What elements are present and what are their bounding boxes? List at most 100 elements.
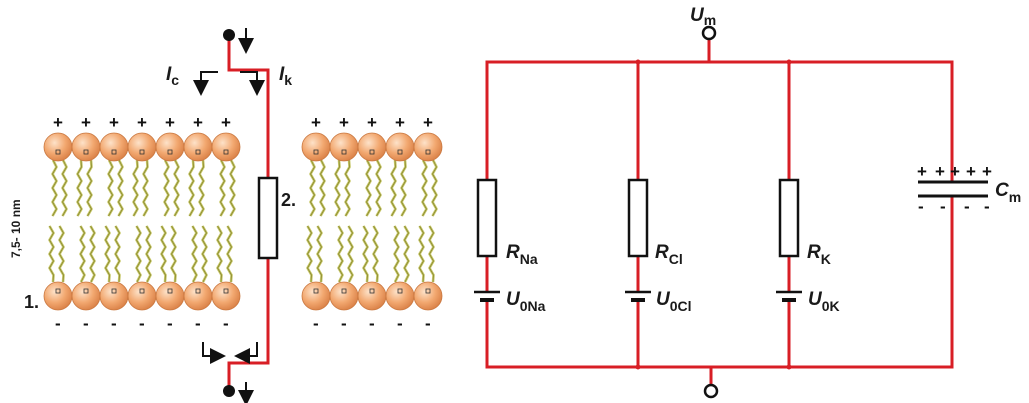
head-marker bbox=[83, 288, 89, 294]
positive-charge: + bbox=[137, 113, 147, 132]
label-1: 1. bbox=[24, 292, 39, 312]
head-marker bbox=[425, 288, 431, 294]
capacitor-charges: + + + + + - - - - bbox=[917, 162, 992, 216]
lipid-head bbox=[211, 281, 241, 311]
head-marker bbox=[341, 149, 347, 155]
svg-text:+: + bbox=[935, 162, 945, 181]
svg-text:-: - bbox=[984, 197, 990, 216]
membrane-charges: +-+-+-+-+-+-+-+-+-+-+-+- bbox=[53, 113, 433, 333]
lipid-tail-outline bbox=[77, 159, 82, 217]
junction-dot bbox=[786, 364, 792, 370]
lipid-tail-outline bbox=[199, 159, 204, 217]
lipid-tail-outline bbox=[118, 159, 123, 217]
lipid-tail-outline bbox=[143, 159, 148, 217]
lipid-tail-outline bbox=[419, 225, 424, 283]
r-cl-label: RCl bbox=[655, 242, 683, 267]
lipid-tail-outline bbox=[391, 159, 396, 217]
svg-text:-: - bbox=[918, 197, 924, 216]
negative-charge: - bbox=[369, 314, 375, 333]
resistor-k bbox=[778, 178, 800, 258]
label-2: 2. bbox=[281, 190, 296, 210]
svg-text:+: + bbox=[966, 162, 976, 181]
lipid-head bbox=[211, 132, 241, 162]
lipid-tail-outline bbox=[348, 225, 353, 283]
lipid-head bbox=[301, 281, 331, 311]
lipid-tail-outline bbox=[404, 225, 409, 283]
head-marker bbox=[139, 288, 145, 294]
u0na-label: U0Na bbox=[506, 289, 546, 314]
r-na-label: RNa bbox=[506, 242, 538, 267]
positive-charge: + bbox=[109, 113, 119, 132]
lipid-tail-outline bbox=[87, 159, 92, 217]
negative-charge: - bbox=[341, 314, 347, 333]
lipid-head bbox=[413, 281, 443, 311]
terminal-bottom bbox=[703, 383, 719, 399]
cm-label: Cm bbox=[995, 180, 1021, 205]
lipid-tail-outline bbox=[220, 159, 225, 217]
head-marker bbox=[369, 288, 375, 294]
head-marker bbox=[111, 288, 117, 294]
equivalent-circuit bbox=[474, 25, 988, 399]
negative-charge: - bbox=[313, 314, 319, 333]
positive-charge: + bbox=[53, 113, 63, 132]
lipid-head bbox=[357, 132, 387, 162]
positive-charge: + bbox=[81, 113, 91, 132]
ic-label: Ic bbox=[166, 64, 179, 88]
lipid-tail-outline bbox=[317, 225, 322, 283]
head-marker bbox=[425, 149, 431, 155]
resistor-cl bbox=[627, 178, 649, 258]
head-marker bbox=[111, 149, 117, 155]
junction-dot bbox=[635, 59, 641, 65]
lipid-head bbox=[301, 132, 331, 162]
lipid-tail-outline bbox=[115, 225, 120, 283]
u0cl-label: U0Cl bbox=[656, 289, 692, 314]
terminal-bottom-dot bbox=[223, 385, 235, 397]
lipid-tail-outline bbox=[376, 159, 381, 217]
arrow-ik-bottom-icon bbox=[234, 342, 258, 364]
channel-circuit bbox=[193, 28, 279, 403]
channel-resistor bbox=[257, 176, 279, 260]
lipid-tail-outline bbox=[345, 159, 350, 217]
positive-charge: + bbox=[423, 113, 433, 132]
lipid-tail-outline bbox=[335, 159, 340, 217]
head-marker bbox=[397, 288, 403, 294]
lipid-head bbox=[357, 281, 387, 311]
lipid-tail-outline bbox=[401, 159, 406, 217]
head-marker bbox=[167, 149, 173, 155]
positive-charge: + bbox=[395, 113, 405, 132]
terminal-top-dot bbox=[223, 29, 235, 41]
head-marker bbox=[397, 149, 403, 155]
positive-charge: + bbox=[311, 113, 321, 132]
svg-text:+: + bbox=[982, 162, 992, 181]
lipid-tail-outline bbox=[429, 225, 434, 283]
lipid-tail-outline bbox=[108, 159, 113, 217]
junction-dot bbox=[635, 364, 641, 370]
positive-charge: + bbox=[193, 113, 203, 132]
lipid-tail-outline bbox=[171, 225, 176, 283]
u0k-label: U0K bbox=[808, 289, 840, 314]
positive-charge: + bbox=[367, 113, 377, 132]
lipid-tail-outline bbox=[310, 159, 315, 217]
lipid-tail-outline bbox=[366, 159, 371, 217]
arrow-ic-top-icon bbox=[193, 71, 218, 96]
negative-charge: - bbox=[111, 314, 117, 333]
lipid-tail-outline bbox=[422, 159, 427, 217]
lipid-tail-outline bbox=[52, 159, 57, 217]
lipid-tail-outline bbox=[161, 225, 166, 283]
terminal-um-top bbox=[701, 25, 717, 41]
negative-charge: - bbox=[83, 314, 89, 333]
lipid-head bbox=[71, 281, 101, 311]
head-marker bbox=[313, 288, 319, 294]
lipid-tail-outline bbox=[80, 225, 85, 283]
lipid-head bbox=[385, 281, 415, 311]
positive-charge: + bbox=[221, 113, 231, 132]
negative-charge: - bbox=[195, 314, 201, 333]
lipid-head bbox=[385, 132, 415, 162]
lipid-tail-outline bbox=[189, 159, 194, 217]
lipid-head bbox=[329, 281, 359, 311]
head-marker bbox=[83, 149, 89, 155]
lipid-head bbox=[71, 132, 101, 162]
head-marker bbox=[313, 149, 319, 155]
lipid-head bbox=[329, 132, 359, 162]
